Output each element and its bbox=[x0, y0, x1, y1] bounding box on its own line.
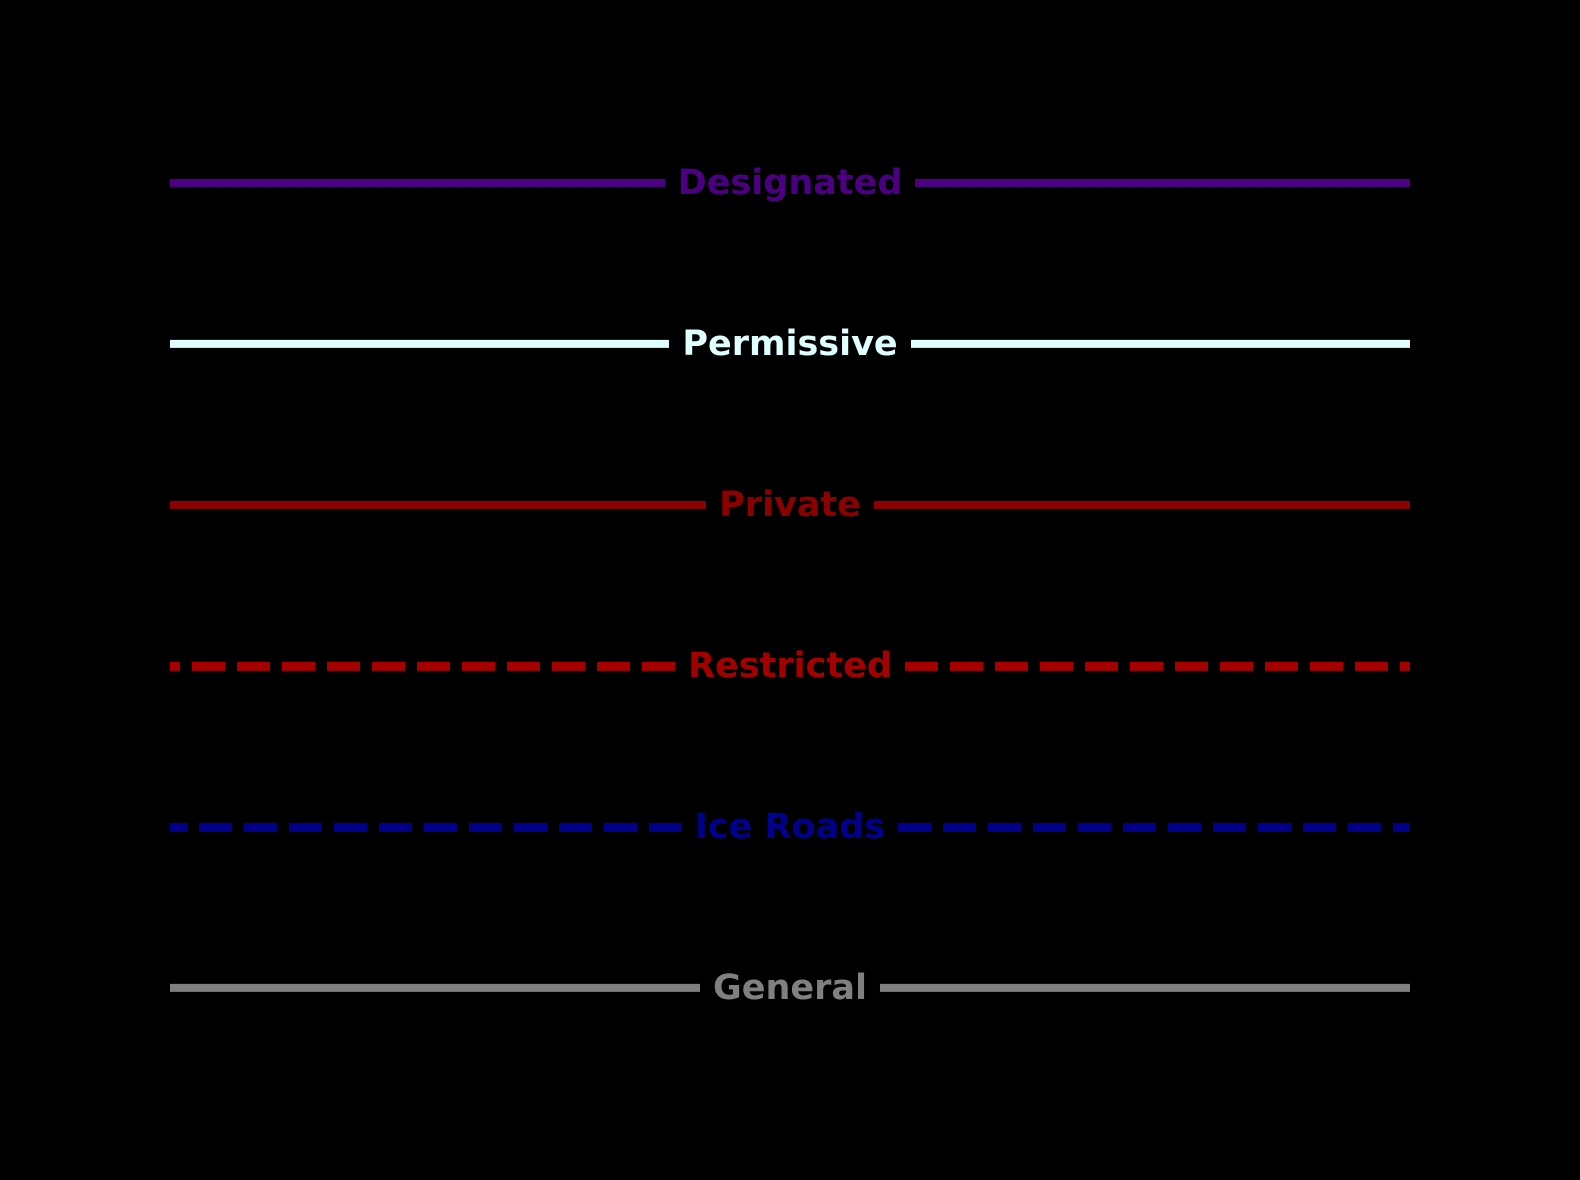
legend-row-restricted: Restricted bbox=[170, 646, 1410, 686]
permissive-line-left bbox=[170, 340, 670, 348]
legend-row-private: Private bbox=[170, 485, 1410, 525]
legend-label-designated: Designated bbox=[677, 162, 903, 203]
restricted-line-right bbox=[904, 661, 1410, 671]
legend-label-permissive: Permissive bbox=[682, 323, 898, 364]
legend-row-ice-roads: Ice Roads bbox=[170, 806, 1411, 847]
ice-roads-line-left bbox=[170, 822, 682, 832]
legend-label-general: General bbox=[713, 967, 867, 1008]
legend-row-designated: Designated bbox=[170, 162, 1411, 203]
legend-label-restricted: Restricted bbox=[688, 645, 892, 686]
legend-label-private: Private bbox=[719, 484, 861, 525]
ice-roads-line-right bbox=[898, 822, 1411, 832]
permissive-line-right bbox=[910, 340, 1410, 348]
designated-line-left bbox=[170, 179, 665, 187]
legend-row-general: General bbox=[170, 968, 1410, 1008]
general-line-right bbox=[880, 984, 1410, 992]
restricted-line-left bbox=[170, 661, 676, 671]
general-line-left bbox=[170, 984, 700, 992]
private-line-left bbox=[170, 501, 707, 509]
legend-row-permissive: Permissive bbox=[170, 324, 1410, 364]
designated-line-right bbox=[915, 179, 1411, 187]
legend-label-ice-roads: Ice Roads bbox=[694, 806, 886, 847]
private-line-right bbox=[873, 501, 1410, 509]
